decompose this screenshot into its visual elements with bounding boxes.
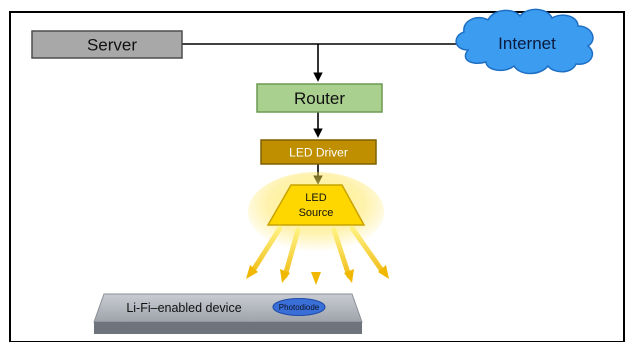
light-ray-head: [280, 269, 290, 283]
led-source-label-line1: LED: [305, 192, 326, 204]
led-driver-node: LED Driver: [260, 139, 377, 165]
lifi-device-node: Li-Fi–enabled device Photodiode: [93, 293, 363, 334]
router-box: [256, 83, 383, 113]
device-label: Li-Fi–enabled device: [126, 301, 241, 315]
device-front-face: [94, 322, 362, 334]
internet-label: Internet: [498, 34, 556, 53]
router-node: Router: [256, 83, 383, 113]
light-ray: [249, 225, 283, 275]
light-ray: [331, 227, 352, 279]
internet-node: Internet: [455, 8, 594, 75]
led-source-shape: [266, 184, 366, 226]
light-ray: [282, 227, 301, 279]
photodiode-label: Photodiode: [279, 303, 320, 312]
led-source-node: LED Source: [266, 184, 366, 226]
light-ray-head: [344, 269, 354, 283]
photodiode-shape: [272, 298, 326, 316]
server-box: [31, 30, 183, 59]
cloud-shape: [455, 8, 594, 75]
light-ray-head: [311, 272, 321, 285]
server-node: Server: [31, 30, 183, 59]
light-ray-head: [378, 265, 389, 279]
light-ray-head: [246, 265, 258, 279]
led-source-label-line2: Source: [299, 207, 334, 219]
router-label: Router: [294, 89, 345, 108]
server-label: Server: [87, 36, 137, 55]
light-rays: [246, 225, 389, 285]
led-driver-label: LED Driver: [289, 146, 348, 160]
light-ray: [349, 225, 386, 275]
led-driver-box: [260, 139, 377, 165]
